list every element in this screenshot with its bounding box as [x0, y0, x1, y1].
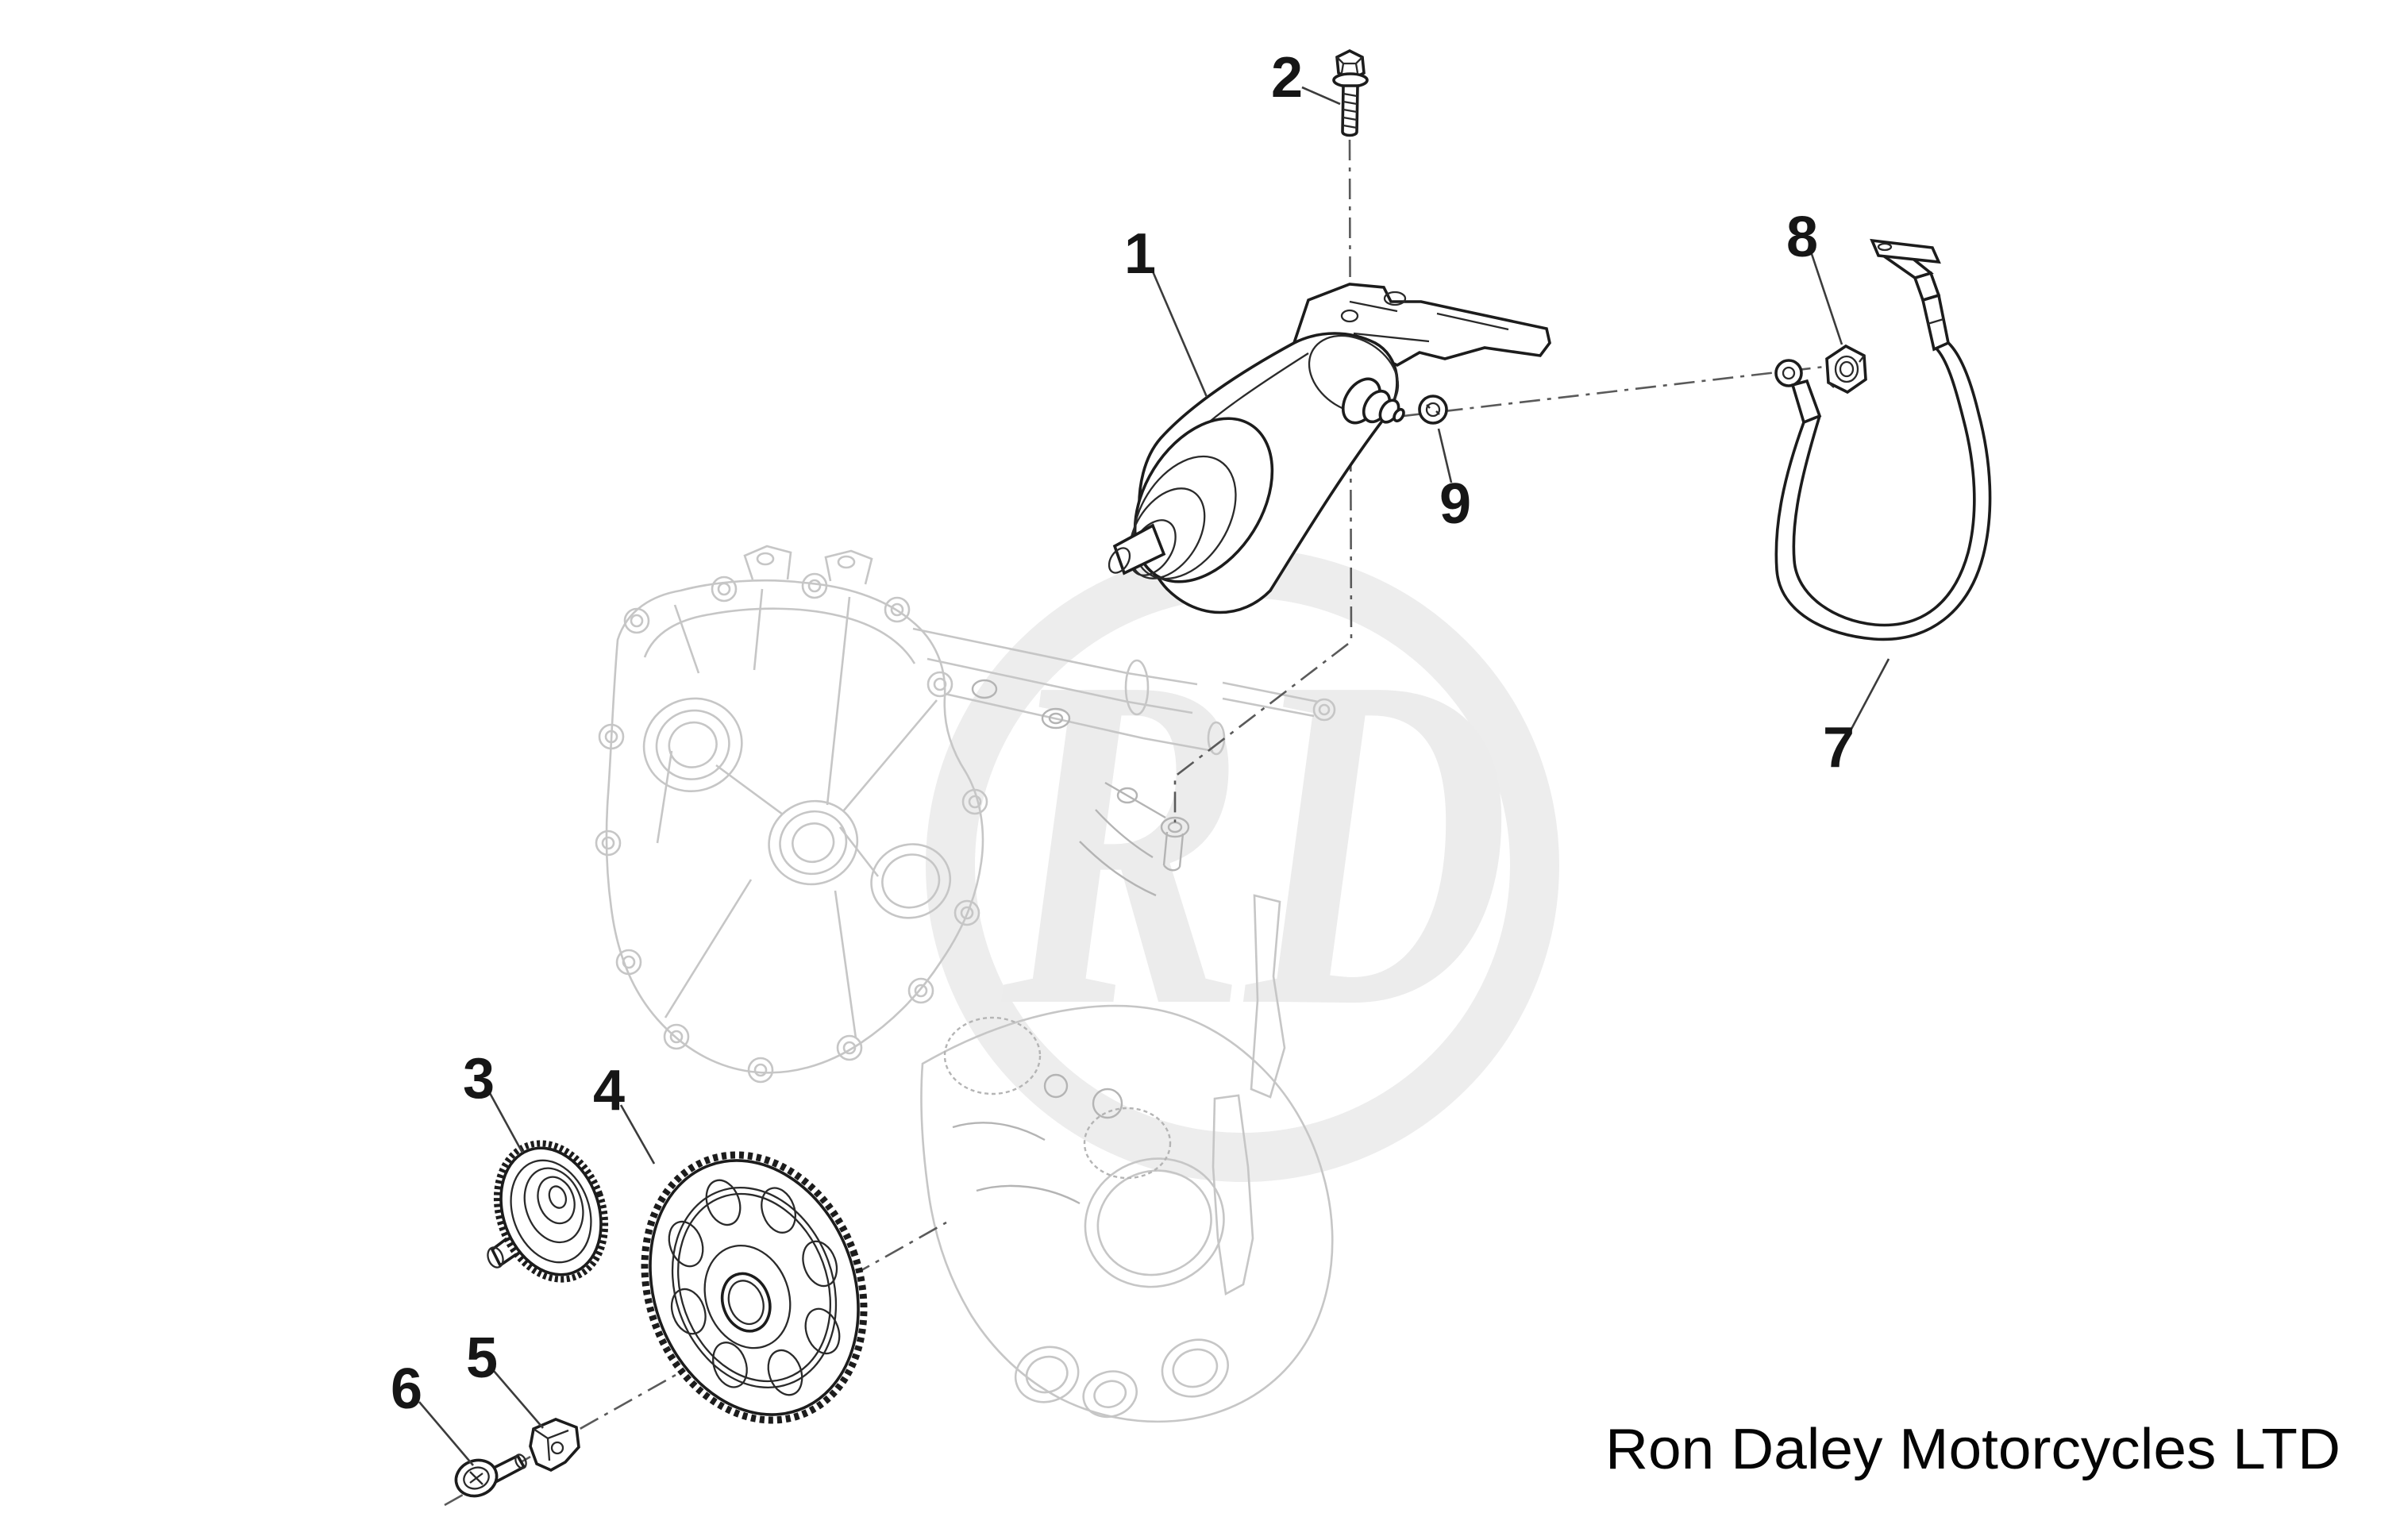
part-5-clip-drawing — [529, 1418, 580, 1473]
callout-numbers: 1 2 3 4 5 6 7 8 9 — [391, 46, 1855, 1421]
cable-axis-line — [1403, 365, 1825, 418]
part-8-nut-drawing — [1825, 344, 1867, 395]
callout-1: 1 — [1124, 222, 1156, 286]
part-6-screw-drawing — [454, 1453, 527, 1498]
part-3-idler-gear-drawing — [487, 1140, 609, 1283]
callout-9: 9 — [1439, 472, 1471, 536]
part-7-cable-drawing — [1774, 238, 1992, 641]
watermark-monogram-text: RD — [996, 577, 1510, 1105]
callout-3: 3 — [463, 1047, 495, 1111]
callout-4: 4 — [593, 1059, 625, 1122]
callout-6: 6 — [391, 1357, 422, 1421]
callout-8: 8 — [1786, 206, 1818, 269]
callout-leader-lines — [418, 86, 1890, 1466]
part-4-ring-gear-drawing — [641, 1151, 868, 1424]
callout-5: 5 — [466, 1326, 498, 1390]
part-2-bolt-drawing — [1332, 48, 1369, 137]
case-bolt-holes — [595, 572, 988, 1084]
case-bearing-bores — [642, 697, 952, 919]
watermark-logo: RD — [926, 549, 1559, 1182]
part-1-starter-motor-drawing — [1108, 283, 1551, 614]
callout-7: 7 — [1823, 716, 1855, 780]
part-9-washer-drawing — [1418, 395, 1448, 425]
engine-case-illustration — [595, 545, 1336, 1423]
callout-2: 2 — [1271, 46, 1303, 110]
company-name-text: Ron Daley Motorcycles LTD — [1605, 1418, 2340, 1481]
